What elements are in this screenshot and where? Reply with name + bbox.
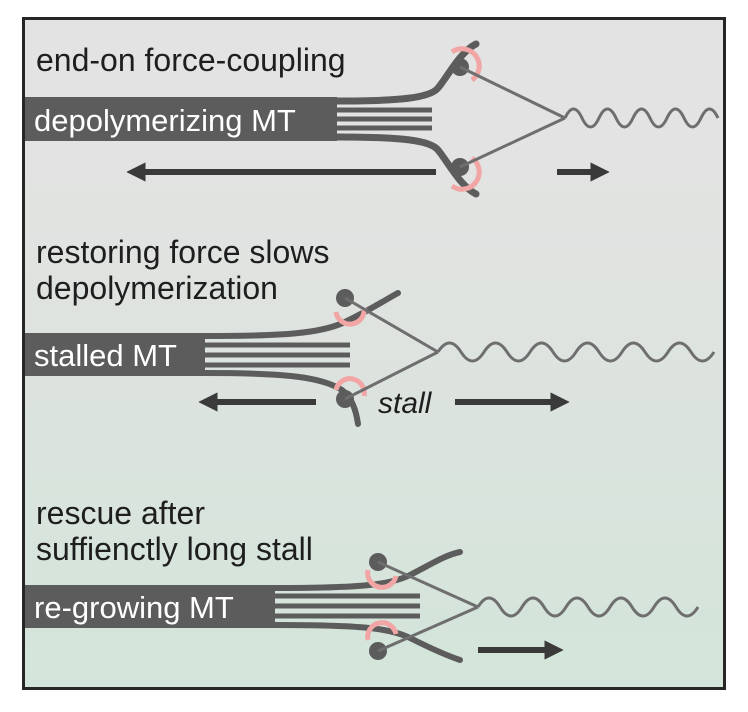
elastic-spring — [476, 596, 700, 618]
panel3-caption-line1: rescue after — [36, 495, 205, 531]
elastic-spring — [563, 107, 720, 129]
binding-site-bottom — [365, 620, 399, 641]
binding-site-top — [333, 307, 367, 327]
stalled-microtubule — [25, 333, 205, 376]
linker-arms — [377, 560, 479, 653]
regrowing-microtubule — [25, 585, 275, 628]
elastic-spring — [436, 341, 716, 363]
panel1-mt-label: depolymerizing MT — [34, 103, 296, 138]
protofilaments — [205, 342, 350, 368]
panel2-mt-label: stalled MT — [34, 338, 177, 373]
linker-arms — [459, 65, 566, 169]
panel-depolymerizing: end-on force-coupling depolymerizing MT — [25, 40, 720, 198]
depolymerizing-microtubule — [25, 97, 337, 141]
linker-arms — [344, 296, 439, 401]
stall-label: stall — [378, 387, 433, 420]
protofilaments — [275, 593, 420, 619]
curled-protofilament-bottom — [202, 370, 361, 427]
curled-protofilament-top — [202, 290, 401, 339]
panel2-caption-line1: restoring force slows — [36, 234, 329, 270]
curled-protofilament-bottom — [272, 622, 463, 663]
protofilaments — [337, 107, 432, 131]
panel3-mt-label: re-growing MT — [34, 590, 234, 625]
panel-regrowing: rescue after suffienctly long stall re-g… — [25, 495, 700, 663]
curled-protofilament-top — [333, 40, 480, 105]
curled-protofilament-top — [272, 549, 463, 591]
panel1-caption-line1: end-on force-coupling — [36, 42, 346, 78]
binding-site-top — [365, 569, 399, 590]
panel3-caption-line2: suffienctly long stall — [36, 531, 313, 567]
binding-site-bottom — [450, 155, 482, 192]
curled-protofilament-bottom — [333, 133, 480, 198]
panel-stalled: restoring force slows depolymerization s… — [25, 234, 716, 427]
panel2-caption-line2: depolymerization — [36, 270, 278, 306]
